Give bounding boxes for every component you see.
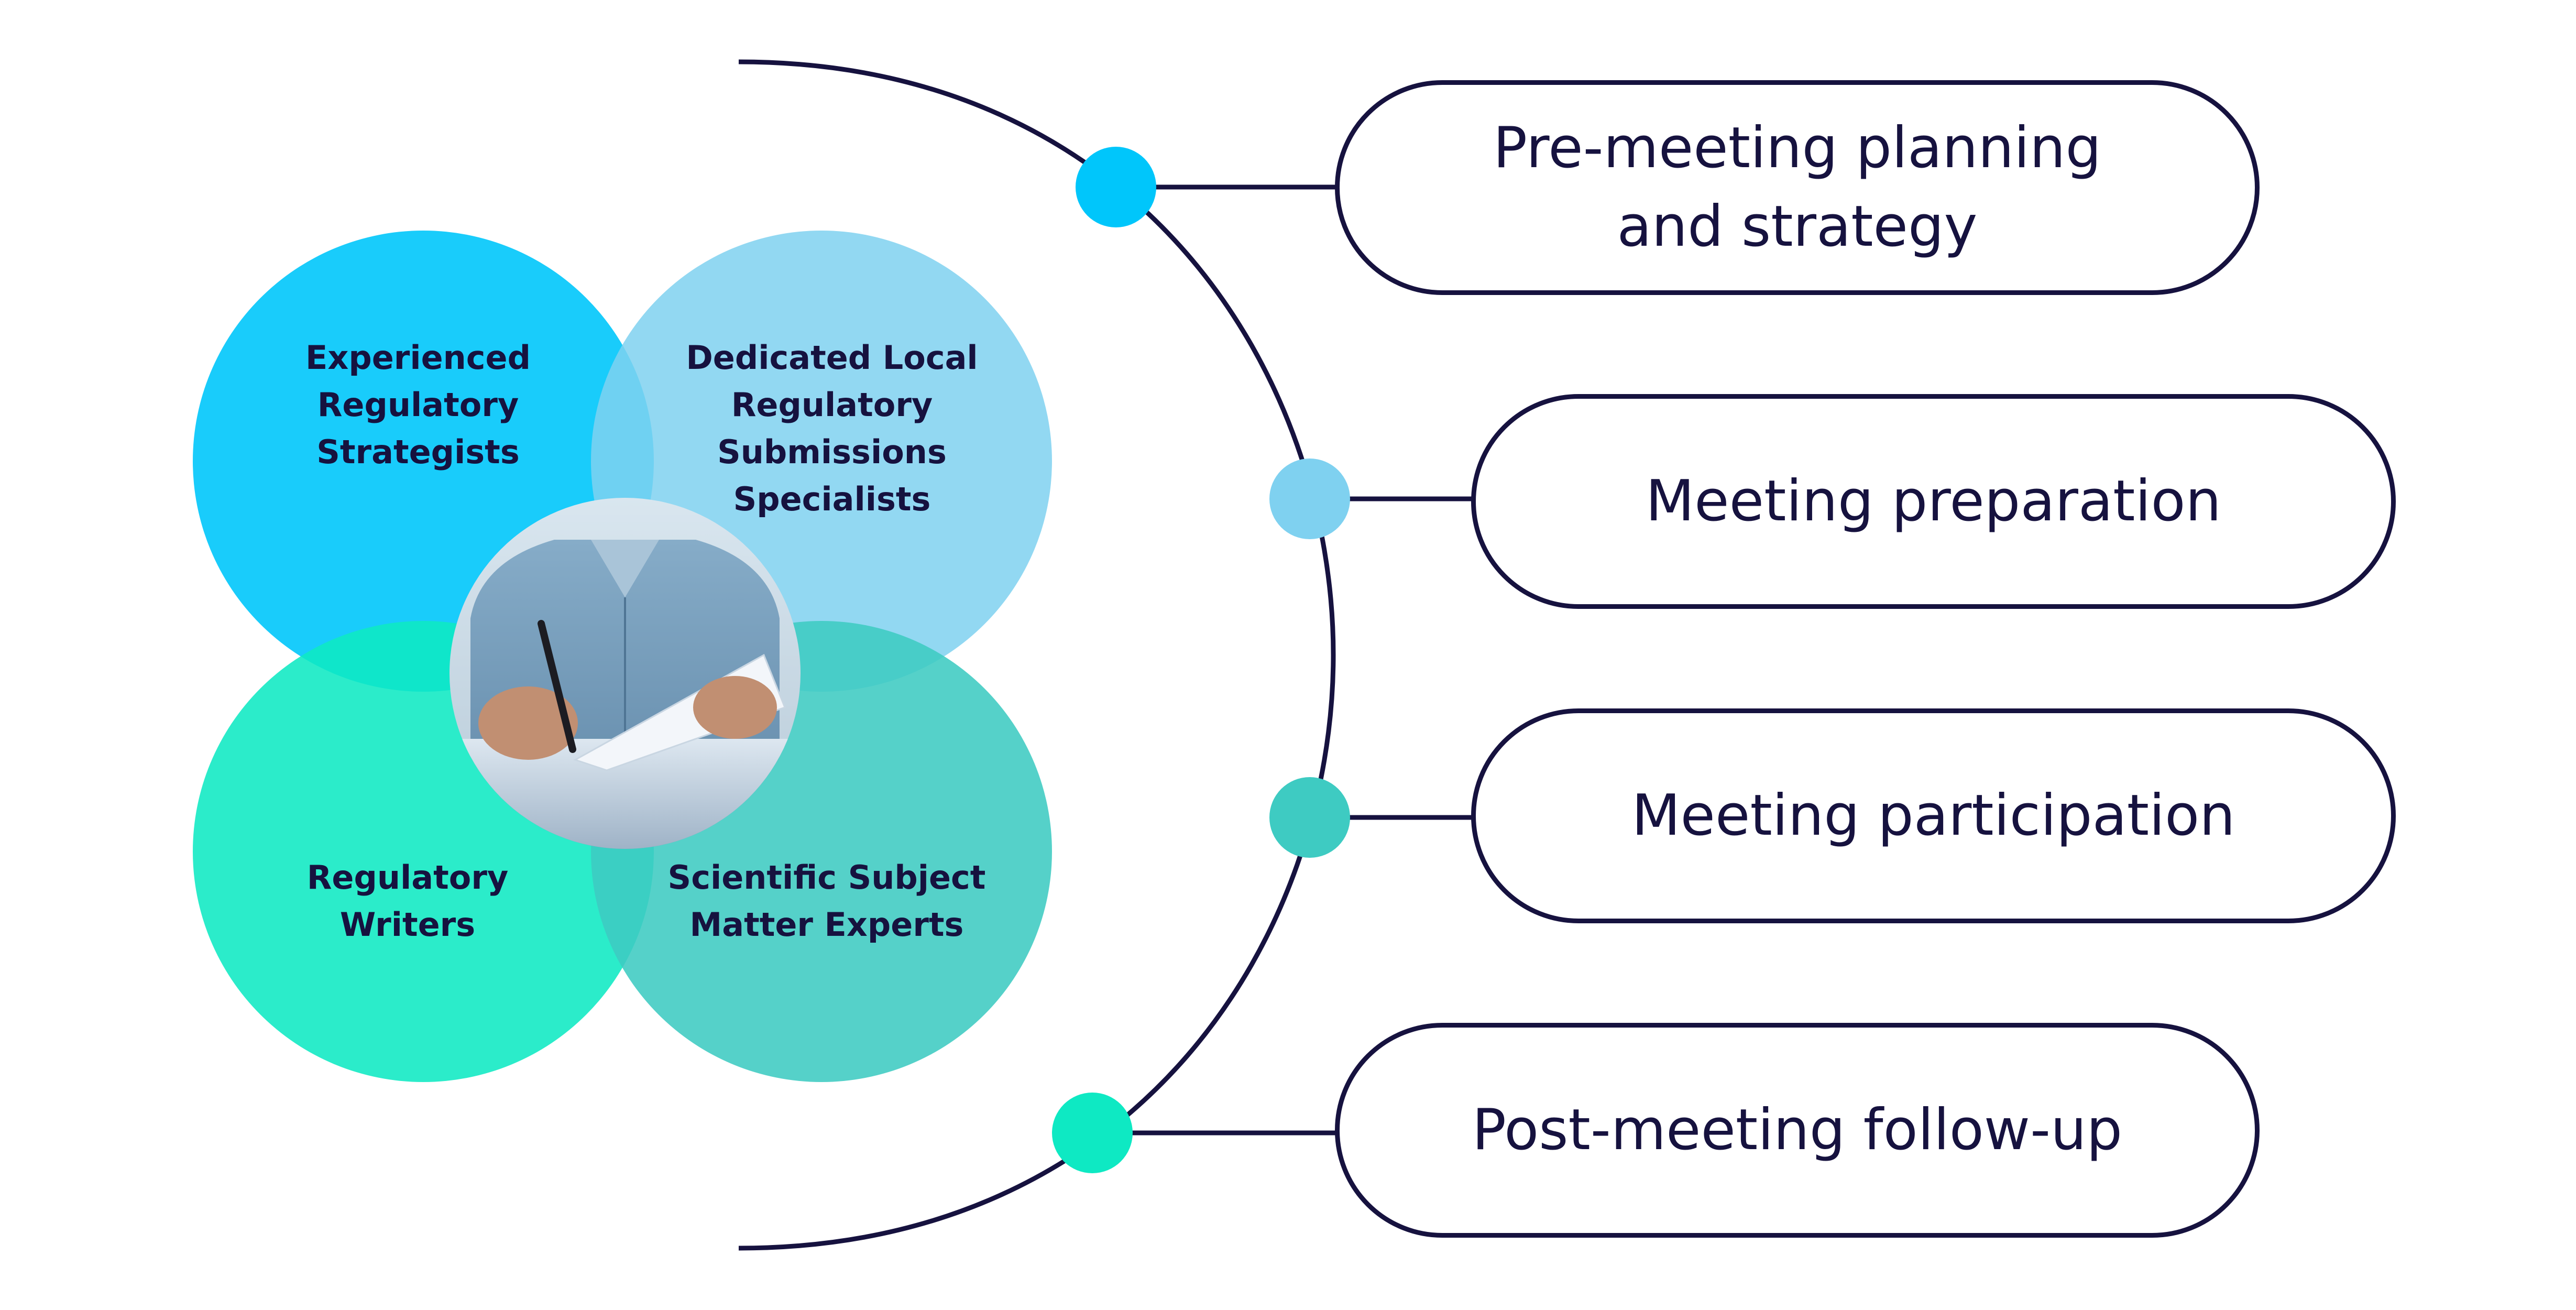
person-signing-document-icon (450, 498, 801, 849)
label-experienced-strategists: Experienced Regulatory Strategists (305, 339, 531, 471)
step-pill-meeting-participation: Meeting participation (1471, 708, 2396, 923)
label-local-submissions-specialists: Dedicated Local Regulatory Submissions S… (686, 339, 978, 518)
center-photo (450, 498, 801, 849)
step-dot-3 (1269, 777, 1350, 858)
step-dot-2 (1269, 458, 1350, 539)
step-label-post-meeting: Post-meeting follow-up (1472, 1097, 2123, 1163)
step-label-pre-meeting: Pre-meeting planning and strategy (1493, 115, 2102, 259)
step-dot-4 (1052, 1093, 1133, 1173)
step-pill-pre-meeting: Pre-meeting planning and strategy (1335, 80, 2260, 295)
step-pill-post-meeting: Post-meeting follow-up (1335, 1023, 2260, 1238)
step-label-meeting-preparation: Meeting preparation (1646, 468, 2221, 534)
step-pill-meeting-preparation: Meeting preparation (1471, 394, 2396, 609)
label-regulatory-writers: Regulatory Writers (306, 858, 509, 944)
step-label-meeting-participation: Meeting participation (1631, 783, 2235, 848)
step-dot-1 (1076, 147, 1156, 227)
label-subject-matter-experts: Scientific Subject Matter Experts (667, 858, 986, 944)
